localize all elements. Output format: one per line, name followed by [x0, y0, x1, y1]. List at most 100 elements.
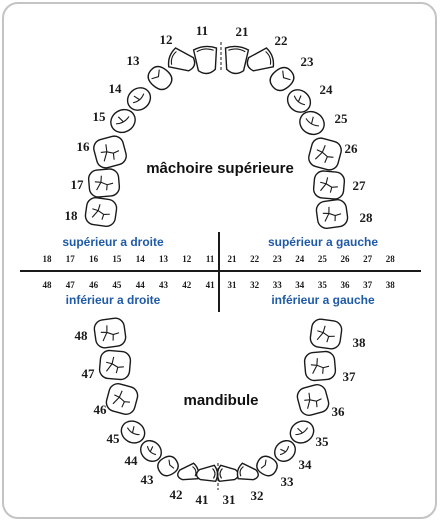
lower-jaw-label: mandibule — [183, 392, 258, 409]
tooth-outline — [192, 45, 218, 75]
row-number-43: 43 — [159, 280, 169, 290]
row-number-14: 14 — [136, 254, 146, 264]
tooth-number-label: 37 — [343, 369, 357, 384]
row-number-38: 38 — [386, 280, 396, 290]
tooth-17 — [87, 168, 121, 198]
tooth-number-label: 22 — [275, 33, 288, 48]
tooth-fissure — [146, 445, 157, 456]
tooth-outline — [246, 47, 275, 72]
tooth-number-label: 45 — [107, 431, 121, 446]
row-number-27: 27 — [363, 254, 373, 264]
tooth-48 — [93, 317, 127, 349]
tooth-46 — [105, 383, 139, 415]
tooth-number-label: 44 — [125, 453, 139, 468]
tooth-fissure — [310, 358, 330, 374]
row-number-13: 13 — [159, 254, 169, 264]
tooth-fissure — [100, 144, 120, 162]
tooth-38 — [309, 318, 343, 350]
tooth-fissure — [260, 459, 267, 469]
tooth-41 — [195, 464, 219, 483]
tooth-11 — [192, 45, 218, 75]
tooth-fissure — [279, 445, 290, 456]
tooth-fissure — [168, 459, 175, 469]
tooth-number-label: 32 — [251, 488, 264, 503]
row-number-37: 37 — [363, 280, 373, 290]
tooth-fissure — [170, 51, 177, 65]
row-number-25: 25 — [318, 254, 328, 264]
row-number-45: 45 — [112, 280, 122, 290]
row-number-12: 12 — [182, 254, 192, 264]
tooth-number-label: 48 — [75, 328, 89, 343]
tooth-number-label: 14 — [109, 81, 123, 96]
tooth-25 — [299, 110, 325, 136]
tooth-fissure — [94, 175, 114, 191]
tooth-outline — [224, 45, 250, 75]
tooth-12 — [167, 47, 196, 72]
tooth-number-label: 16 — [77, 139, 91, 154]
quadrant-label-upper-right: supérieur a droite — [62, 235, 164, 249]
tooth-34 — [274, 440, 296, 462]
tooth-23 — [269, 66, 295, 92]
row-number-41: 41 — [206, 280, 216, 290]
tooth-13 — [147, 65, 173, 91]
tooth-16 — [93, 135, 127, 169]
tooth-number-label: 25 — [335, 111, 349, 126]
tooth-fissure — [151, 69, 160, 80]
row-number-21: 21 — [228, 254, 238, 264]
row-number-44: 44 — [136, 280, 146, 290]
tooth-fissure — [112, 390, 130, 408]
tooth-45 — [120, 420, 146, 444]
tooth-fissure — [293, 95, 306, 106]
tooth-number-label: 33 — [281, 474, 295, 489]
tooth-number-label: 12 — [160, 32, 173, 47]
row-number-42: 42 — [182, 280, 192, 290]
row-number-24: 24 — [295, 254, 305, 264]
tooth-32 — [236, 462, 259, 481]
tooth-47 — [98, 349, 132, 381]
row-number-36: 36 — [341, 280, 351, 290]
tooth-33 — [256, 455, 278, 477]
row-number-26: 26 — [341, 254, 351, 264]
tooth-number-label: 35 — [316, 434, 330, 449]
row-number-28: 28 — [386, 254, 396, 264]
tooth-fissure — [196, 48, 214, 53]
tooth-number-label: 27 — [353, 178, 367, 193]
tooth-fissure — [239, 466, 244, 477]
row-number-34: 34 — [295, 280, 305, 290]
tooth-fissure — [304, 392, 322, 409]
tooth-number-label: 31 — [223, 492, 236, 507]
tooth-fissure — [212, 468, 216, 479]
quadrant-label-upper-left: supérieur a gauche — [268, 235, 378, 249]
tooth-fissure — [132, 93, 145, 104]
tooth-15 — [110, 108, 136, 134]
row-number-11: 11 — [206, 254, 215, 264]
tooth-44 — [140, 440, 162, 462]
tooth-outline — [157, 455, 179, 477]
row-number-46: 46 — [89, 280, 99, 290]
tooth-number-label: 46 — [94, 402, 108, 417]
tooth-number-label: 13 — [127, 53, 141, 68]
tooth-43 — [157, 455, 179, 477]
row-number-35: 35 — [318, 280, 328, 290]
tooth-fissure — [219, 468, 223, 479]
tooth-37 — [303, 350, 337, 382]
row-number-16: 16 — [89, 254, 99, 264]
tooth-fissure — [320, 177, 338, 193]
tooth-number-label: 23 — [301, 54, 315, 69]
tooth-outline — [269, 66, 295, 92]
row-number-23: 23 — [273, 254, 283, 264]
tooth-fissure — [316, 325, 335, 343]
upper-jaw-label: mâchoire supérieure — [146, 160, 294, 177]
tooth-fissure — [105, 356, 124, 374]
row-number-31: 31 — [228, 280, 238, 290]
quadrant-label-lower-left: inférieur a gauche — [271, 293, 375, 307]
tooth-42 — [177, 462, 200, 481]
tooth-number-label: 17 — [71, 177, 85, 192]
tooth-fissure — [192, 466, 197, 477]
tooth-fissure — [265, 51, 272, 65]
